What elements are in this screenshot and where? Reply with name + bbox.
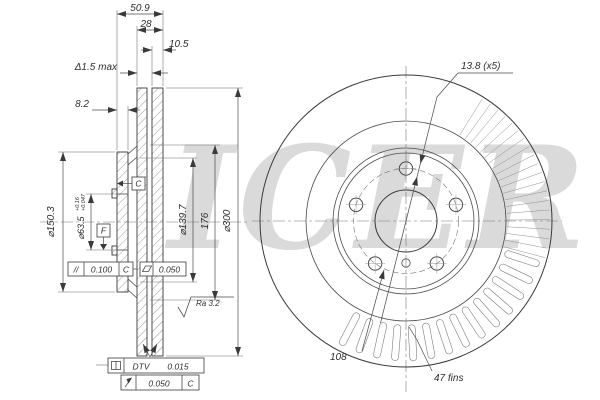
hat-outer-circle (332, 147, 480, 295)
bolt-hole-callout: 13.8 (x5) (436, 61, 513, 98)
outboard-plate (151, 87, 164, 357)
dim-runout-max: Δ1.5 max (74, 62, 118, 73)
fin-line (484, 130, 519, 158)
flatness-value: 0.050 (159, 265, 181, 275)
dtv-frame: DTV 0.015 (107, 357, 205, 374)
fin-line (464, 104, 491, 140)
dim-inner-diameter: 176 (200, 212, 211, 229)
bolt-circle-callout: 108 (330, 269, 385, 363)
surface-finish-icon (177, 296, 234, 318)
dtv-value: 0.015 (167, 362, 189, 372)
fin-line (488, 138, 525, 164)
fin-slot (407, 324, 418, 362)
dim-hat-diameter: ⌀150.3 (46, 206, 57, 237)
cooling-fins (339, 98, 550, 362)
friction-band-inner-circle (305, 120, 507, 322)
bolt-hole-diameter-label: 13.8 (x5) (461, 61, 500, 72)
fin-line (505, 200, 549, 207)
runout-frame: 0.050 C (120, 374, 200, 391)
center-bore-circle (374, 189, 438, 253)
fin-line (506, 233, 549, 240)
runout-icon (124, 377, 132, 388)
dim-step-diameter: ⌀139.7 (178, 204, 189, 235)
fin-slot (499, 263, 533, 284)
datum-f-label: F (101, 226, 107, 236)
parallelism-value: 0.100 (91, 265, 113, 275)
fin-line (506, 209, 550, 214)
surface-finish-value: Ra 3.2 (196, 299, 220, 308)
fin-line (459, 98, 483, 136)
hat-web-lines (117, 145, 138, 299)
fin-slot (492, 276, 524, 300)
pilot-lip-top (111, 188, 118, 199)
bolt-hole-centermarks (346, 158, 466, 274)
dim-overall-thickness: 50.9 (130, 3, 150, 14)
datum-c: C (117, 176, 146, 191)
fin-slot (436, 319, 453, 355)
front-view: 13.8 (x5) 108 47 fins (252, 61, 562, 392)
dtv-label: DTV (133, 362, 151, 372)
hat-step-circle (337, 152, 475, 290)
fin-slot (461, 306, 486, 339)
flatness-frame: 0.050 (139, 261, 187, 277)
fin-slot (483, 287, 513, 315)
fin-slot (391, 324, 402, 361)
dim-outer-diameter: ⌀300 (222, 209, 233, 232)
parallelism-datum: C (123, 265, 130, 275)
fin-slot (339, 312, 361, 346)
dim-disc-thickness: 28 (139, 19, 152, 30)
fin-line (501, 172, 542, 188)
dim-bore-diameter: ⌀63.5 (76, 216, 86, 240)
fin-line (492, 146, 530, 169)
surface-finish: Ra 3.2 (177, 296, 234, 318)
disc-outer-circle (259, 74, 553, 368)
bore-tol-upper: +0.16 (75, 196, 81, 211)
fin-line (503, 181, 545, 194)
fin-line (470, 109, 499, 144)
bolt-hole-dim-line (380, 96, 438, 324)
fin-line (505, 239, 548, 249)
fin-slot (373, 322, 387, 359)
fin-count-label: 47 fins (434, 373, 463, 384)
datum-c-triangle (117, 180, 123, 187)
locating-pin-hole (401, 258, 411, 268)
inboard-plate (136, 87, 148, 357)
fin-line (503, 246, 546, 258)
fin-count-callout: 47 fins (408, 326, 463, 384)
fin-line (495, 154, 535, 175)
datum-c-label: C (135, 179, 142, 189)
bolt-circle-diameter-label: 108 (330, 352, 347, 363)
parallelism-icon: // (73, 265, 80, 275)
pilot-lip-bottom (111, 245, 118, 256)
runout-datum: C (187, 379, 194, 389)
runout-value: 0.050 (148, 379, 170, 389)
hat-flange (116, 151, 129, 293)
fin-line (475, 116, 506, 148)
fin-line (506, 226, 550, 230)
flatness-icon (141, 265, 153, 272)
parallelism-frame: // 0.100 C (67, 261, 137, 277)
dim-bore-diameter-group: ⌀63.5 +0.16 +0.047 (75, 193, 87, 239)
dim-plate-thickness: 10.5 (169, 39, 189, 50)
fin-line (498, 163, 539, 181)
datum-f: F (96, 223, 111, 250)
dim-hat-depth: 8.2 (75, 99, 89, 110)
datum-f-triangle (100, 244, 107, 250)
fin-line (504, 190, 547, 201)
bore-tol-lower: +0.047 (81, 193, 87, 211)
fin-line (480, 123, 513, 153)
fin-slot (504, 250, 540, 267)
section-view: 50.9 28 10.5 Δ1.5 max 8.2 ⌀150.3 ⌀63.5 +… (40, 3, 250, 391)
fin-slot (449, 313, 470, 348)
fin-slot (473, 297, 501, 328)
fin-slot (422, 322, 436, 359)
dimension-lines (60, 11, 241, 358)
fin-slot (355, 318, 374, 354)
